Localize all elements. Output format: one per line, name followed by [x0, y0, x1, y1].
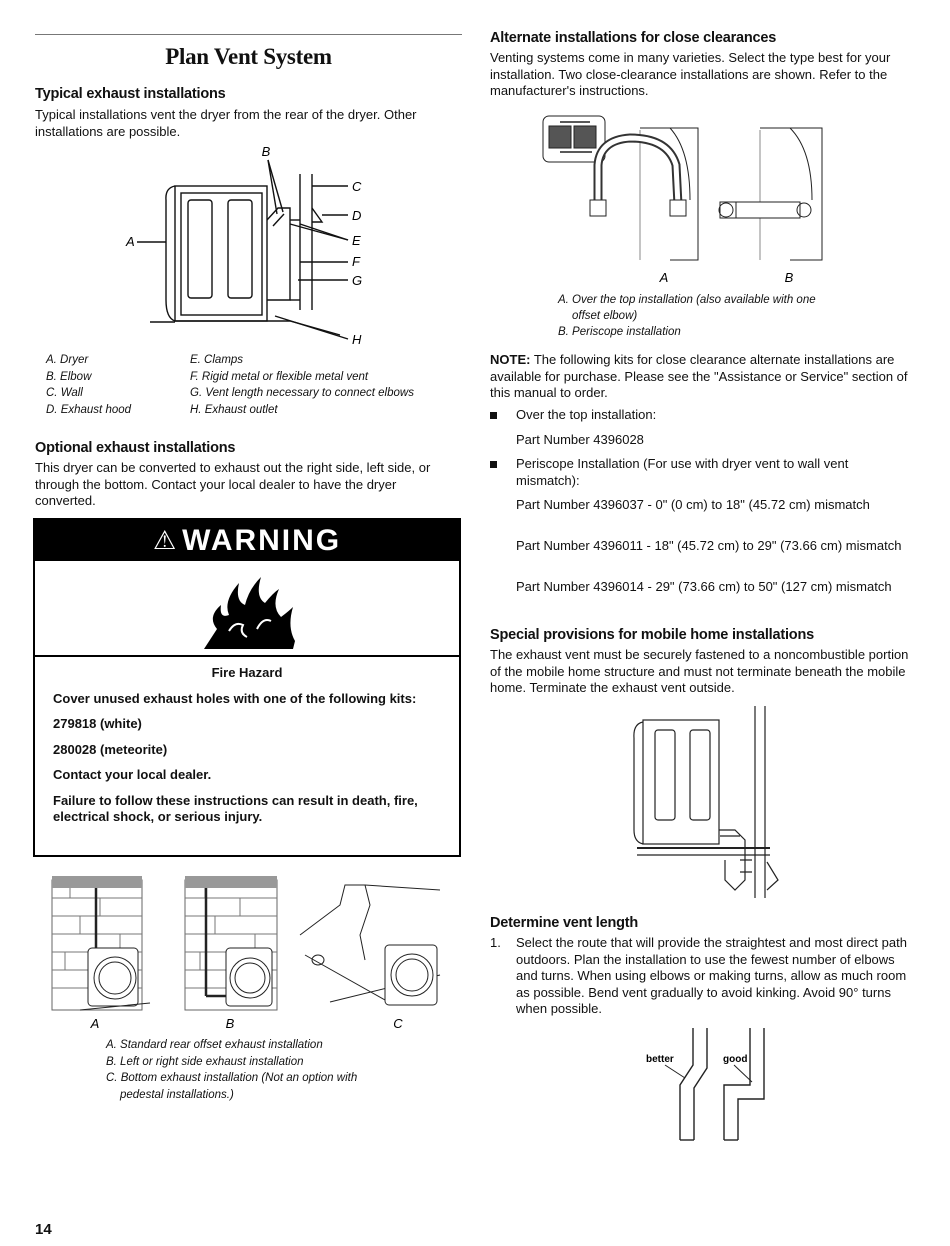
bullet-square-icon	[490, 461, 497, 468]
hazard-title: Fire Hazard	[211, 665, 283, 680]
opt-label-b: B	[226, 1016, 235, 1031]
typ-label-h: H	[352, 332, 362, 347]
typical-body: Typical installations vent the dryer fro…	[35, 107, 417, 139]
note-body: The following kits for close clearance a…	[490, 352, 908, 400]
bullet-item: Over the top installation:	[490, 407, 910, 424]
caption: B. Left or right side exhaust installati…	[106, 1055, 304, 1068]
legend-item: C. Wall	[46, 387, 83, 399]
bullet-square-icon	[490, 412, 497, 419]
typ-label-f: F	[352, 254, 361, 269]
legend-item: B. Elbow	[46, 370, 92, 383]
fire-icon	[204, 577, 295, 649]
top-rule	[35, 34, 462, 35]
alternate-body: Venting systems come in many varieties. …	[490, 50, 891, 98]
opt-label-a: A	[90, 1016, 100, 1031]
typ-label-e: E	[352, 233, 361, 248]
vent-length-heading: Determine vent length	[490, 915, 639, 931]
part-number-2: Part Number 4396037 - 0" (0 cm) to 18" (…	[516, 497, 870, 512]
typ-label-d: D	[352, 208, 361, 223]
bullet-item: Periscope Installation (For use with dry…	[490, 456, 910, 489]
legend-item: F. Rigid metal or flexible metal vent	[190, 370, 369, 383]
typ-label-b: B	[262, 144, 271, 159]
typ-label-g: G	[352, 273, 362, 288]
opt-label-c: C	[393, 1016, 403, 1031]
warning-triangle-icon: ⚠	[152, 525, 179, 555]
warning-kit2: 280028 (meteorite)	[53, 741, 168, 757]
warning-line1: Cover unused exhaust holes with one of t…	[53, 690, 417, 706]
warning-failure: Failure to follow these instructions can…	[53, 792, 418, 825]
caption: pedestal installations.)	[120, 1088, 234, 1101]
typical-legend-left: A. Dryer B. Elbow C. Wall D. Exhaust hoo…	[46, 352, 131, 418]
note-label: NOTE:	[490, 352, 531, 367]
mobile-heading: Special provisions for mobile home insta…	[490, 627, 814, 643]
legend-item: D. Exhaust hood	[46, 403, 132, 416]
legend-item: A. Dryer	[46, 354, 89, 366]
fire-hazard-area	[35, 561, 459, 657]
alternate-captions: A. Over the top installation (also avail…	[558, 292, 816, 340]
optional-heading: Optional exhaust installations	[35, 440, 236, 456]
warning-contact: Contact your local dealer.	[53, 767, 212, 782]
caption: B. Periscope installation	[558, 326, 681, 338]
warning-kit1: 279818 (white)	[53, 716, 142, 731]
typical-heading: Typical exhaust installations	[35, 86, 226, 102]
vent-length-num: 1.	[490, 935, 501, 950]
vent-length-body: Select the route that will provide the s…	[516, 935, 907, 1016]
typ-label-a: A	[125, 234, 135, 249]
typical-legend-right: E. Clamps F. Rigid metal or flexible met…	[190, 352, 414, 418]
label-good: good	[723, 1054, 747, 1065]
optional-fig-captions: A. Standard rear offset exhaust installa…	[106, 1037, 357, 1103]
caption: offset elbow)	[572, 310, 638, 322]
part-number-3: Part Number 4396011 - 18" (45.72 cm) to …	[516, 538, 902, 553]
bullet-text: Over the top installation:	[516, 407, 657, 422]
alt-label-a: A	[659, 270, 669, 285]
note-paragraph: NOTE: The following kits for close clear…	[490, 352, 915, 402]
caption: A. Over the top installation (also avail…	[558, 294, 816, 306]
part-number-1: Part Number 4396028	[516, 432, 644, 447]
warning-box: ⚠ WARNING Fire Hazard Cover unused exhau…	[33, 518, 461, 857]
typ-label-c: C	[352, 179, 362, 194]
caption: A. Standard rear offset exhaust installa…	[106, 1039, 323, 1051]
page-number: 14	[35, 1221, 52, 1238]
bullet-text: Periscope Installation (For use with dry…	[516, 456, 849, 488]
legend-item: G. Vent length necessary to connect elbo…	[190, 387, 414, 399]
caption: C. Bottom exhaust installation (Not an o…	[106, 1072, 358, 1084]
page-title: Plan Vent System	[165, 44, 332, 69]
alternate-heading: Alternate installations for close cleara…	[490, 30, 777, 46]
warning-text: Fire Hazard Cover unused exhaust holes w…	[35, 657, 459, 826]
alt-label-b: B	[785, 270, 794, 285]
part-number-4: Part Number 4396014 - 29" (73.66 cm) to …	[516, 579, 892, 594]
warning-title: WARNING	[182, 523, 342, 557]
label-better: better	[646, 1054, 674, 1065]
optional-body: This dryer can be converted to exhaust o…	[35, 460, 431, 508]
mobile-body: The exhaust vent must be securely fasten…	[490, 647, 909, 695]
legend-item: E. Clamps	[190, 354, 244, 366]
legend-item: H. Exhaust outlet	[190, 403, 278, 416]
warning-header: ⚠ WARNING	[35, 520, 459, 561]
